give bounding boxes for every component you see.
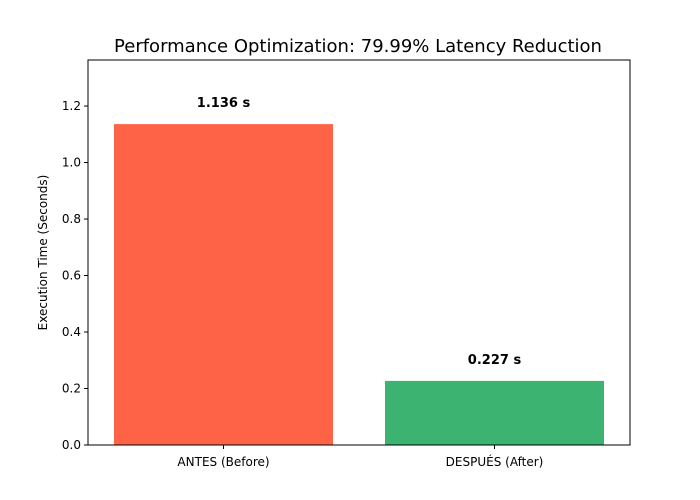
bar-value-label: 0.227 s xyxy=(468,353,522,368)
y-tick-label: 0.6 xyxy=(62,269,81,283)
x-tick-label: ANTES (Before) xyxy=(177,455,269,469)
plot-area-frame xyxy=(87,59,631,446)
y-tick-label: 1.0 xyxy=(62,156,81,170)
bar-after xyxy=(385,380,604,445)
y-tick-label: 0.0 xyxy=(62,438,81,452)
y-tick-label: 0.8 xyxy=(62,212,81,226)
y-axis-label: Execution Time (Seconds) xyxy=(36,175,50,331)
bars: 1.136 s 0.227 s xyxy=(114,96,604,445)
y-tick-label: 1.2 xyxy=(62,99,81,113)
y-axis-ticks: 0.0 0.2 0.4 0.6 0.8 1.0 1.2 xyxy=(62,99,88,452)
y-tick-label: 0.4 xyxy=(62,325,81,339)
x-axis-ticks: ANTES (Before) DESPUÉS (After) xyxy=(177,445,543,469)
y-tick-label: 0.2 xyxy=(62,382,81,396)
x-tick-label: DESPUÉS (After) xyxy=(446,454,544,469)
bar-before xyxy=(114,124,333,445)
chart-title: Performance Optimization: 79.99% Latency… xyxy=(114,36,602,57)
bar-value-label: 1.136 s xyxy=(197,96,251,111)
